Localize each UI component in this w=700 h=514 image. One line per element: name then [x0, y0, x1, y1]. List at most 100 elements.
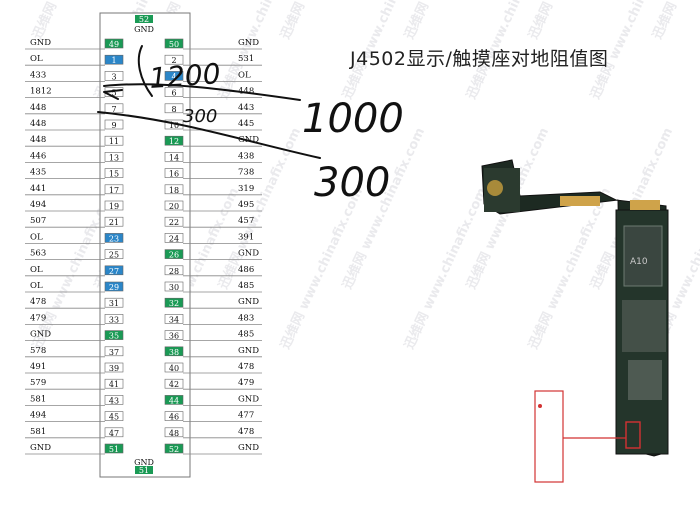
highlight-marker-dot [538, 404, 542, 408]
pin-box [104, 135, 124, 146]
pin-resistance-value: 445 [238, 119, 254, 129]
pin-number: 24 [169, 234, 179, 243]
pin-resistance-value: 495 [238, 200, 254, 210]
pin-number: 5 [111, 89, 116, 98]
pin-number: 18 [169, 186, 179, 195]
pin-box [164, 103, 184, 114]
pin-resistance-value: 433 [30, 70, 46, 80]
pin-resistance-value: 479 [238, 378, 254, 388]
pin-resistance-value: 457 [238, 216, 254, 226]
pin-number: 47 [109, 429, 119, 438]
pin-resistance-value: 479 [30, 313, 46, 323]
top-pin-box [135, 15, 153, 23]
pin-box [104, 38, 124, 49]
pin-resistance-value: 579 [30, 378, 46, 388]
pin-number: 10 [169, 121, 179, 130]
pin-resistance-value: 446 [30, 151, 46, 161]
pin-resistance-value: GND [238, 249, 259, 259]
pin-box [104, 249, 124, 259]
pin-number: 42 [169, 380, 179, 389]
pin-resistance-value: 507 [30, 216, 46, 226]
pin-resistance-value: GND [30, 38, 51, 48]
pin-box [164, 378, 184, 389]
pin-resistance-value: 441 [30, 184, 46, 194]
hand-line-pin7 [97, 111, 321, 159]
pin-box [104, 281, 124, 292]
pin-resistance-value: OL [30, 232, 43, 242]
pin-box [104, 152, 124, 162]
pin-box [104, 314, 124, 324]
pin-box [104, 395, 124, 405]
pin-number: 39 [109, 364, 119, 373]
pin-resistance-value: GND [238, 394, 259, 404]
pin-box [104, 233, 124, 243]
pin-number: 23 [109, 234, 119, 243]
pin-number: 46 [169, 413, 179, 422]
pin-box [164, 427, 184, 438]
pin-box [104, 297, 124, 308]
pin-resistance-value: GND [238, 443, 259, 453]
pin-number: 15 [109, 170, 119, 179]
pin-number: 28 [169, 267, 179, 276]
pin-number: 22 [169, 218, 179, 227]
bottom-pin-number: 51 [139, 466, 149, 475]
pin-resistance-value: 1812 [30, 87, 52, 97]
pin-resistance-value: 391 [238, 232, 254, 242]
pcb-connector [560, 196, 600, 206]
hand-line-pin5 [103, 83, 301, 101]
pin-box [164, 346, 184, 357]
pin-number: 27 [109, 267, 119, 276]
pin-number: 33 [109, 315, 119, 324]
pin-box [164, 200, 184, 211]
pin-box [164, 314, 184, 324]
pin-number: 9 [111, 121, 116, 130]
pin-resistance-value: 581 [30, 427, 46, 437]
pin-number: 36 [169, 332, 179, 341]
highlight-callout-box [534, 390, 564, 483]
pin-box [164, 411, 184, 421]
pcb-connector [630, 200, 660, 210]
bottom-pin-box [135, 466, 153, 474]
pin-number: 37 [109, 348, 119, 357]
pin-number: 32 [169, 299, 179, 308]
pin-box [164, 281, 184, 292]
pin-resistance-value: OL [238, 70, 251, 80]
pin-box [164, 362, 184, 373]
pin-number: 52 [169, 445, 179, 454]
pin-number: 44 [169, 396, 179, 405]
pin-resistance-value: 448 [30, 103, 46, 113]
pin-resistance-value: 494 [30, 200, 46, 210]
page-title: J4502显示/触摸座对地阻值图 [350, 48, 609, 70]
pin-resistance-value: 448 [30, 135, 46, 145]
pin-resistance-value: 477 [238, 411, 254, 421]
watermark-text: 迅维网 www.chinafix.com [525, 0, 614, 42]
pin-box [164, 71, 184, 81]
pin-number: 34 [169, 315, 179, 324]
pin-box [104, 362, 124, 373]
watermark-text: 迅维网 www.chinafix.com [649, 0, 700, 42]
pin-number: 41 [109, 380, 119, 389]
pin-number: 31 [109, 299, 119, 308]
pin-number: 43 [109, 396, 119, 405]
pin-box [164, 135, 184, 146]
pin-resistance-value: 485 [238, 281, 254, 291]
soc-chip-label: A10 [630, 257, 648, 267]
pin-box [164, 38, 184, 49]
pin-box [164, 87, 184, 97]
pin-box [164, 395, 184, 405]
pin-number: 48 [169, 429, 179, 438]
pin-resistance-value: OL [30, 281, 43, 291]
top-gnd-label: GND [134, 25, 154, 34]
pin-number: 13 [109, 153, 119, 162]
pin-box [104, 427, 124, 438]
pin-resistance-value: 478 [238, 362, 254, 372]
pin-number: 35 [109, 332, 119, 341]
pcb-board-image: A10 [481, 159, 669, 483]
pin-resistance-value: 486 [238, 265, 254, 275]
pin-resistance-value: GND [30, 330, 51, 340]
top-pin-number: 52 [139, 15, 149, 24]
pin-box [104, 71, 124, 81]
pin-number: 7 [111, 105, 116, 114]
